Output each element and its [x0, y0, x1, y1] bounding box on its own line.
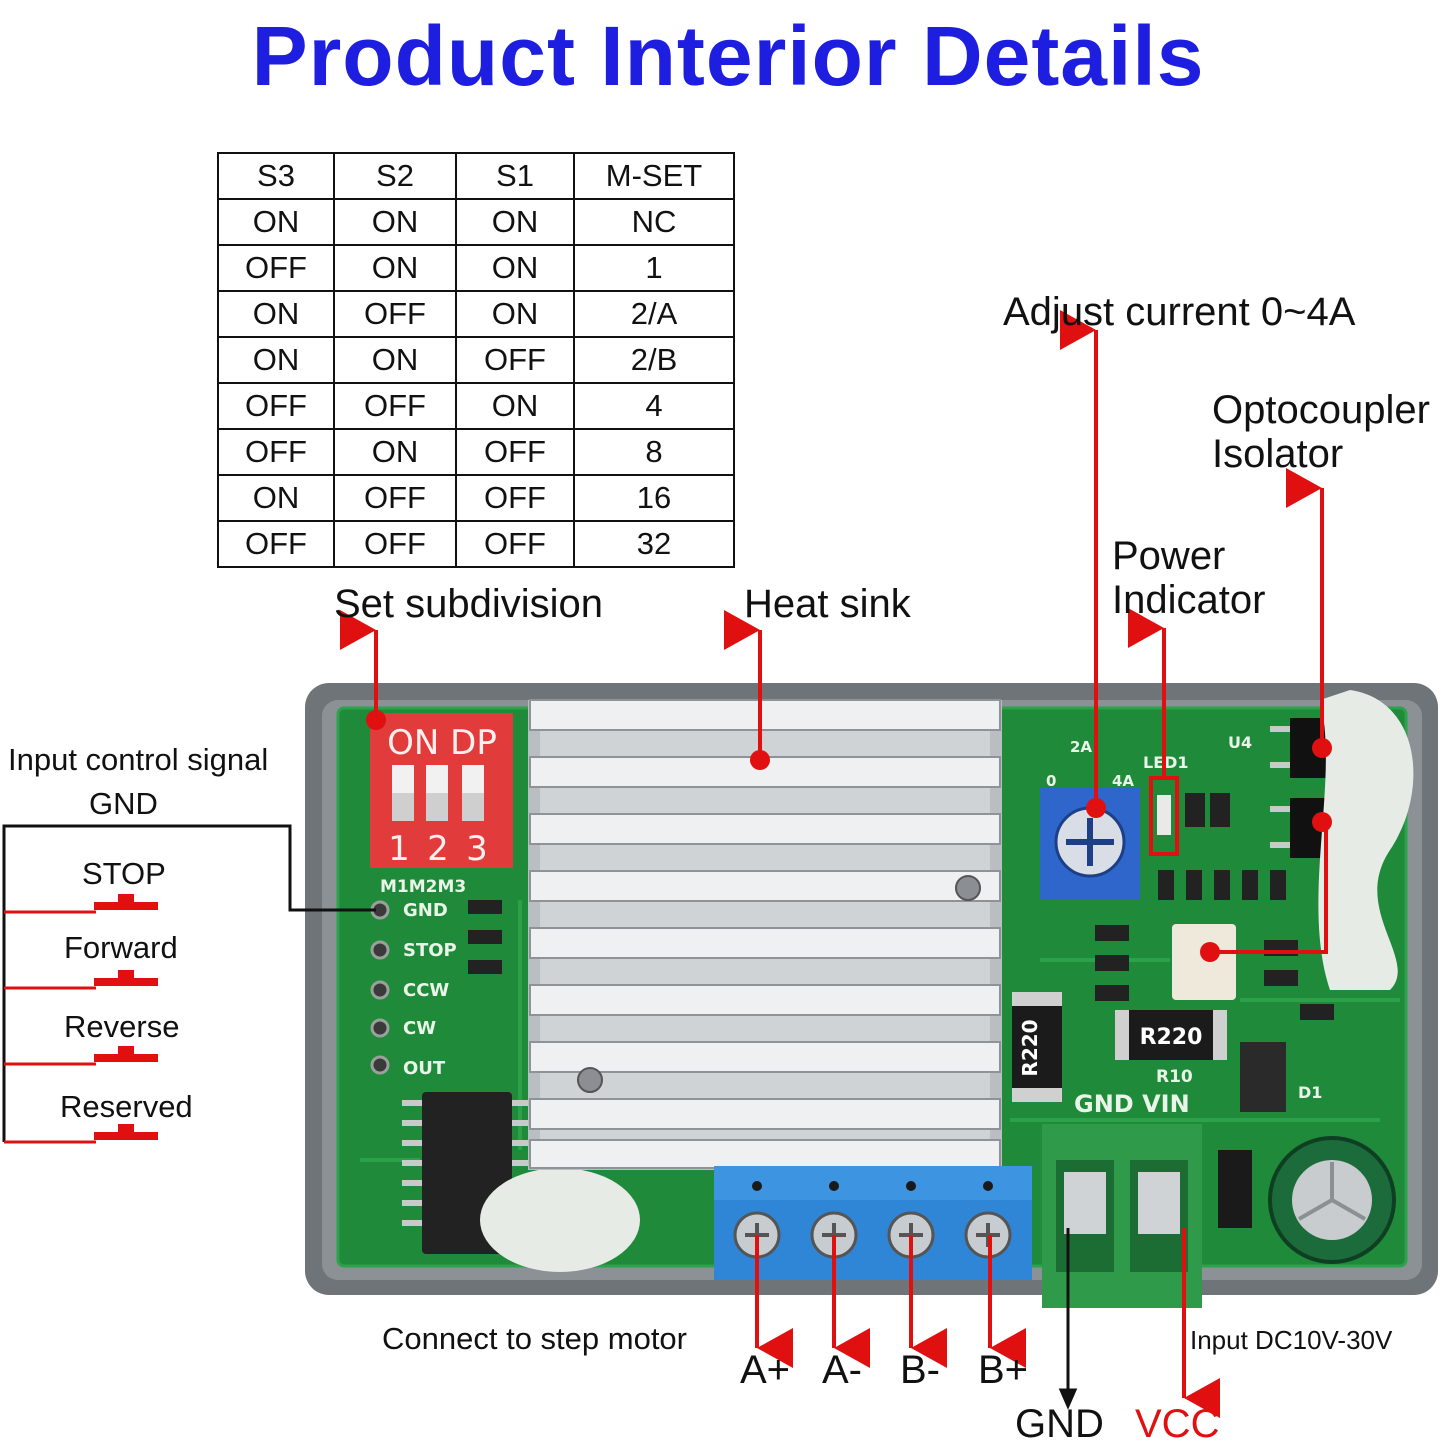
table-cell: OFF [333, 520, 457, 568]
callout-input-dc: Input DC10V-30V [1190, 1325, 1393, 1355]
table-cell: ON [217, 198, 335, 246]
table-cell: ON [333, 336, 457, 384]
r10-label: R10 [1156, 1067, 1193, 1087]
table-header-s3: S3 [217, 152, 335, 200]
table-cell: OFF [455, 474, 575, 522]
table-cell: ON [333, 244, 457, 292]
motor-terminal-block[interactable] [714, 1166, 1032, 1280]
terminal-label-gnd: GND [1015, 1402, 1104, 1446]
table-cell: OFF [217, 244, 335, 292]
dip-number-1: 1 [388, 829, 410, 869]
callout-power-line2: Indicator [1112, 578, 1266, 622]
current-sense-resistor-b [1115, 1010, 1227, 1060]
callout-arrows [340, 310, 1328, 1418]
table-cell: NC [573, 198, 735, 246]
table-header-s2: S2 [333, 152, 457, 200]
terminal-label-vcc: VCC [1135, 1402, 1220, 1446]
table-cell: OFF [333, 382, 457, 430]
terminal-label-a-minus: A- [822, 1348, 862, 1392]
table-cell: ON [217, 336, 335, 384]
terminal-label-b-plus: B+ [978, 1348, 1029, 1392]
control-wiring [2, 824, 376, 1144]
label-reserved: Reserved [60, 1089, 193, 1124]
table-cell: ON [217, 290, 335, 338]
dip-label: ON DP [387, 723, 497, 763]
table-cell: 2/A [573, 290, 735, 338]
table-cell: OFF [333, 474, 457, 522]
dip-number-3: 3 [466, 829, 488, 869]
pin-label-gnd: GND [403, 900, 448, 921]
label-forward: Forward [64, 930, 178, 965]
pin-label-ccw: CCW [403, 980, 449, 1001]
heat-sink [528, 699, 1002, 1170]
resistor-a-marking: R220 [1018, 1019, 1042, 1076]
pot-scale-2a: 2A [1070, 738, 1092, 756]
table-cell: 8 [573, 428, 735, 476]
current-potentiometer[interactable] [1040, 788, 1140, 900]
table-cell: OFF [217, 382, 335, 430]
callout-adjust-current: Adjust current 0~4A [1003, 290, 1356, 334]
d1-label: D1 [1298, 1083, 1322, 1102]
table-cell: ON [455, 290, 575, 338]
label-reverse: Reverse [64, 1009, 180, 1044]
pot-scale-4a: 4A [1112, 772, 1134, 790]
callout-optocoupler-line1: Optocoupler [1212, 388, 1430, 432]
callout-connect-motor: Connect to step motor [382, 1321, 687, 1356]
table-header-mset: M-SET [573, 152, 735, 200]
table-cell: ON [455, 244, 575, 292]
callout-optocoupler-line2: Isolator [1212, 432, 1344, 476]
pot-scale-0: 0 [1046, 772, 1056, 790]
table-cell: 4 [573, 382, 735, 430]
table-cell: ON [333, 428, 457, 476]
resistor-b-marking: R220 [1140, 1025, 1203, 1050]
table-cell: 16 [573, 474, 735, 522]
current-sense-resistor-a [1012, 992, 1062, 1102]
callout-power-line1: Power [1112, 534, 1226, 578]
table-header-row: S3 S2 S1 M-SET [217, 152, 735, 200]
table-cell: ON [455, 382, 575, 430]
table-cell: ON [217, 474, 335, 522]
table-cell: ON [333, 198, 457, 246]
electrolytic-capacitor [1268, 1136, 1396, 1264]
table-cell: OFF [217, 520, 335, 568]
pin-label-cw: CW [403, 1018, 436, 1039]
table-cell: OFF [455, 520, 575, 568]
label-stop: STOP [82, 856, 166, 891]
table-cell: 1 [573, 244, 735, 292]
control-switch-symbols [94, 894, 158, 1140]
terminal-label-b-minus: B- [900, 1348, 940, 1392]
table-cell: ON [455, 198, 575, 246]
terminal-label-a-plus: A+ [740, 1348, 791, 1392]
table-cell: OFF [333, 290, 457, 338]
table-header-s1: S1 [455, 152, 575, 200]
m-switch-label: M1M2M3 [380, 877, 466, 897]
pin-label-out: OUT [403, 1058, 446, 1079]
callout-input-signal-line2: GND [89, 786, 158, 821]
callout-input-signal-line1: Input control signal [8, 742, 269, 777]
table-cell: OFF [455, 428, 575, 476]
table-cell: 32 [573, 520, 735, 568]
page-title: Product Interior Details [251, 9, 1205, 103]
table-cell: OFF [455, 336, 575, 384]
table-cell: OFF [217, 428, 335, 476]
callout-set-subdivision: Set subdivision [334, 582, 604, 626]
callout-heat-sink: Heat sink [744, 582, 911, 626]
pin-label-stop: STOP [403, 940, 457, 961]
power-silkscreen: GND VIN [1074, 1090, 1190, 1118]
u4-label: U4 [1228, 733, 1252, 752]
dip-number-2: 2 [427, 829, 449, 869]
table-cell: 2/B [573, 336, 735, 384]
power-terminal-block[interactable] [1042, 1124, 1202, 1308]
